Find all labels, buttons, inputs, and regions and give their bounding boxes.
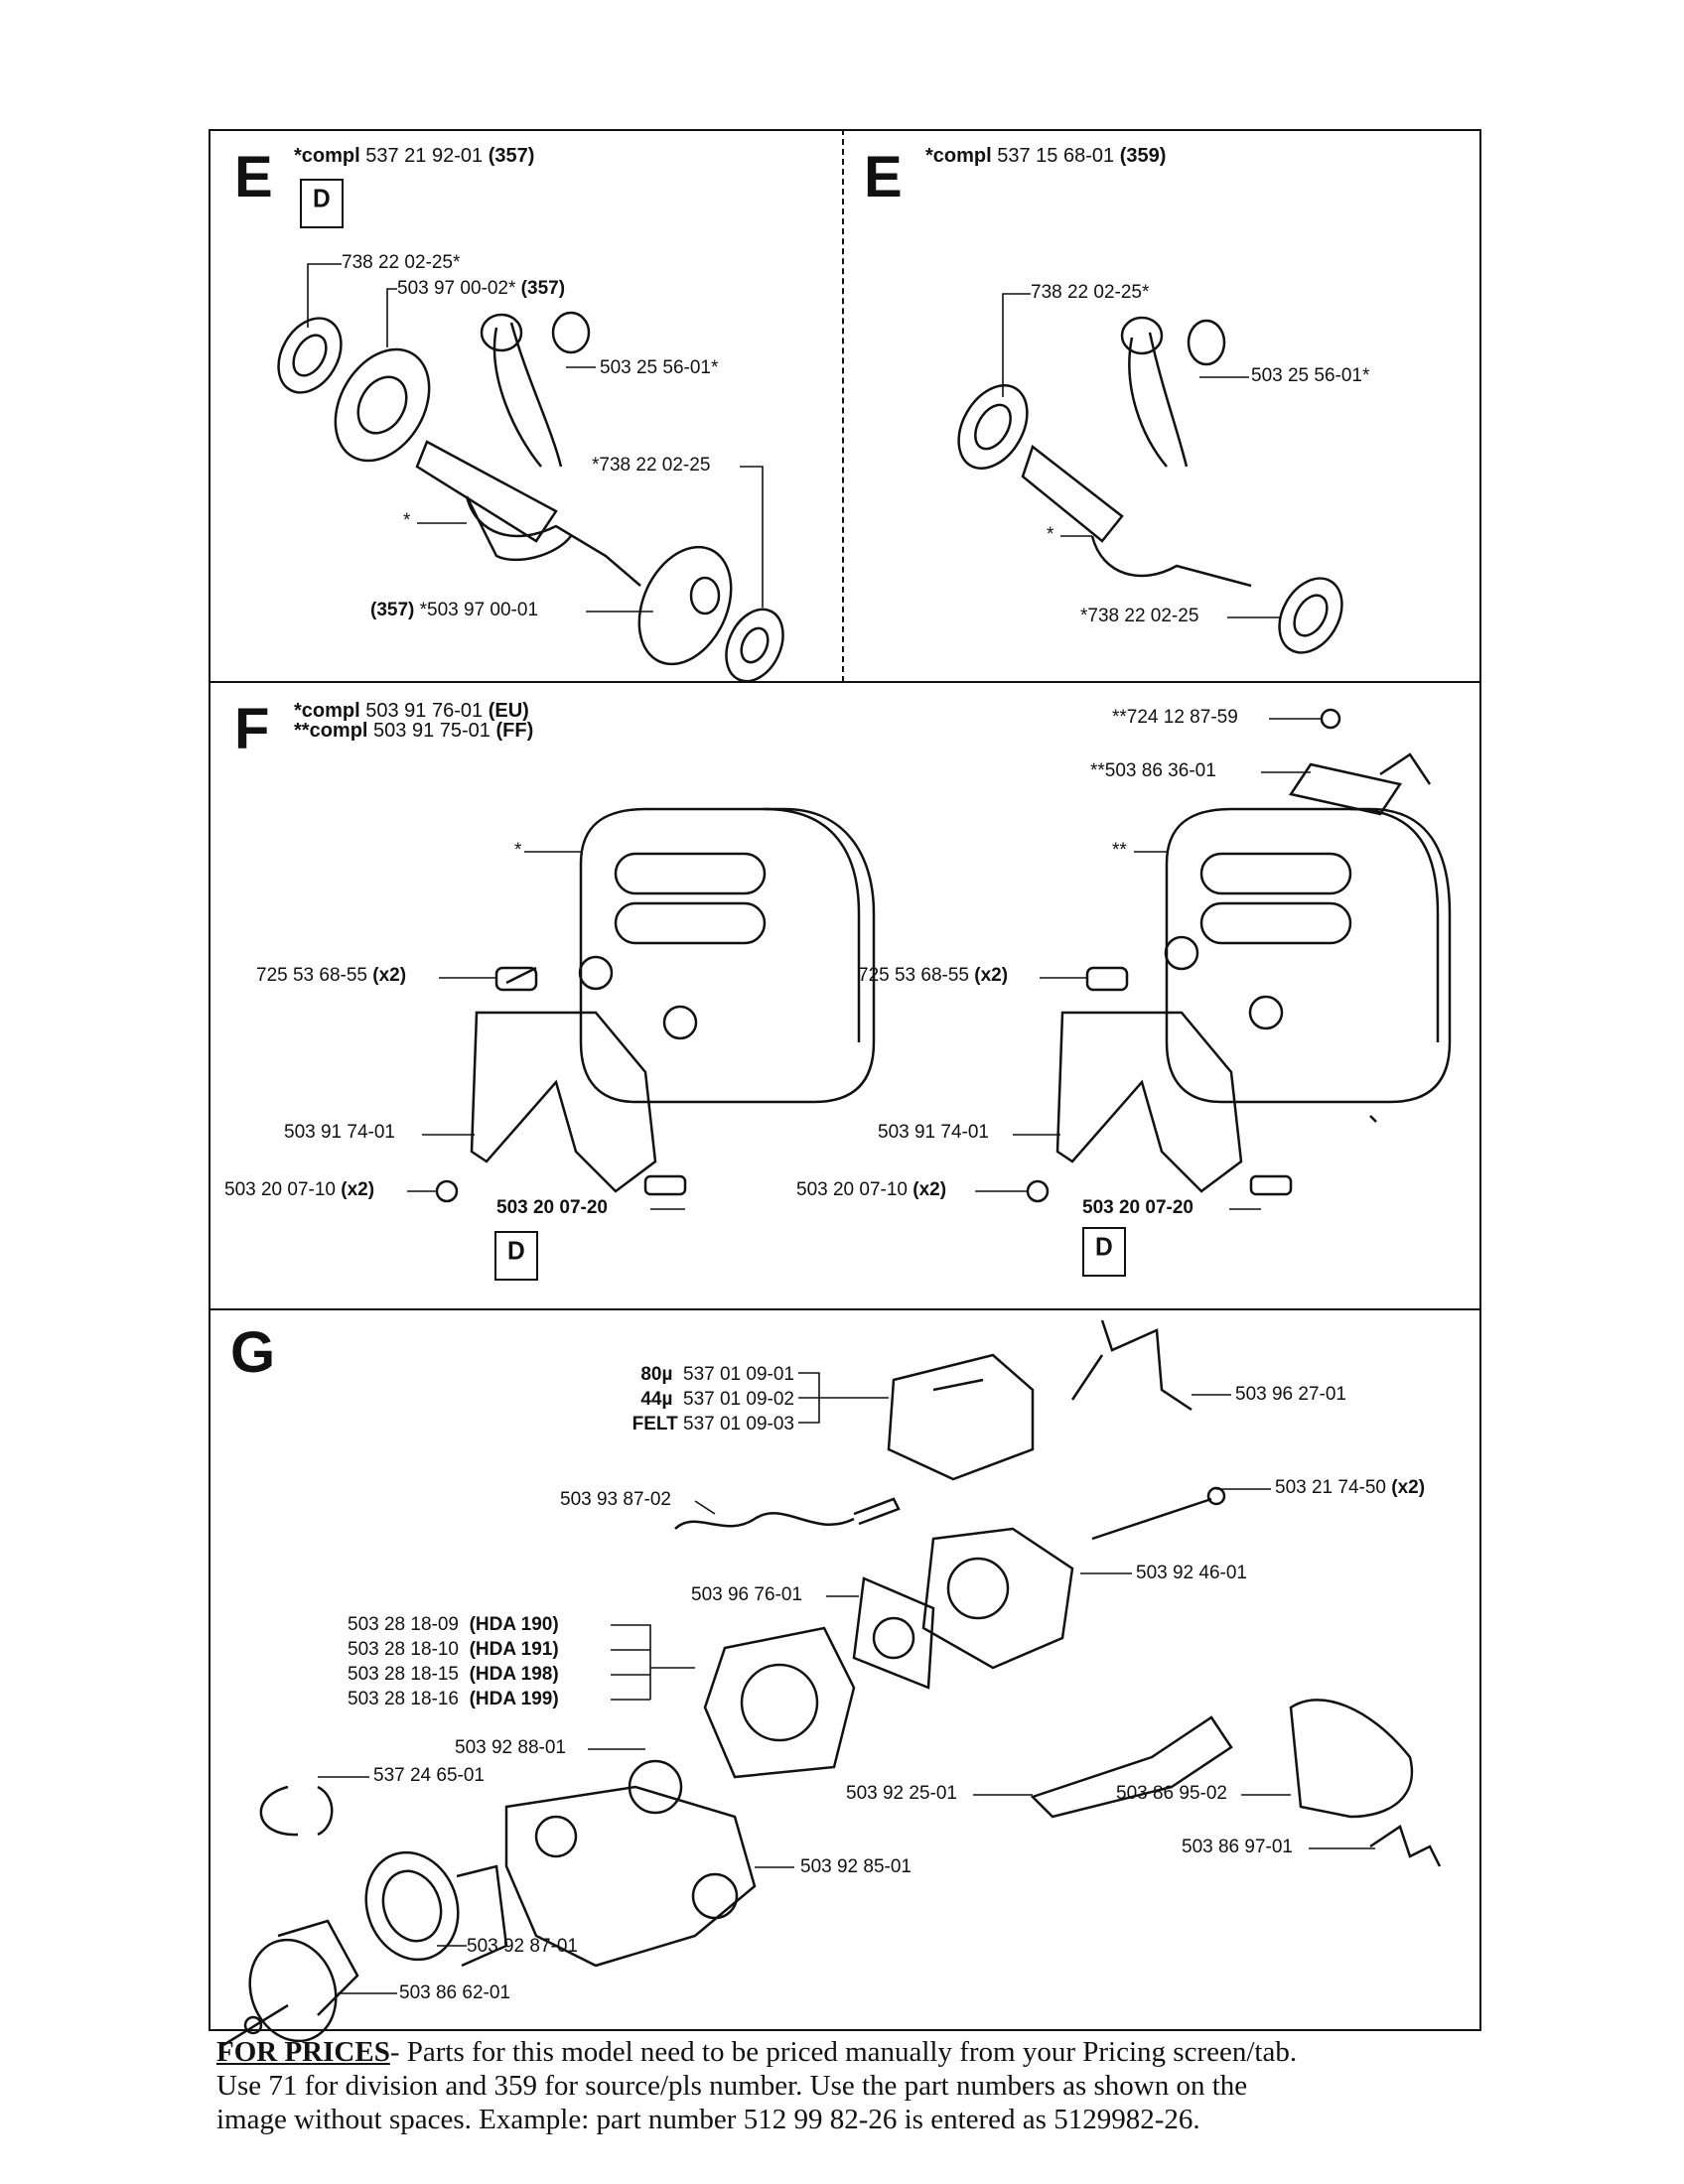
- g-label-lever: 503 92 25-01: [846, 1783, 957, 1804]
- pricing-line-3: image without spaces. Example: part numb…: [216, 2104, 1200, 2135]
- wrench-icon: ᴰ: [300, 179, 344, 228]
- g-label-manifold: 503 92 85-01: [800, 1856, 912, 1877]
- section-f-letter: F: [234, 697, 270, 761]
- section-g-letter: G: [230, 1320, 276, 1385]
- f-right-label-screw-2: 503 20 07-20: [1082, 1197, 1193, 1218]
- f-left-label-screw: 503 20 07-10 (x2): [224, 1179, 375, 1200]
- section-e1-letter: E: [234, 145, 273, 209]
- e1-compl-prefix: *compl: [294, 145, 360, 167]
- section-e1-compl: *compl 537 21 92-01 (357): [294, 145, 534, 167]
- divider-e-e: [842, 129, 844, 682]
- section-e2-compl: *compl 537 15 68-01 (359): [925, 145, 1166, 167]
- f-left-label-bracket: 503 91 74-01: [284, 1122, 395, 1143]
- e1-label-bearing: 738 22 02-25*: [342, 252, 461, 273]
- pricing-line-2: Use 71 for division and 359 for source/p…: [216, 2070, 1248, 2102]
- divider-f-g: [209, 1308, 1481, 1310]
- section-e2-letter: E: [864, 145, 903, 209]
- g-label-pin: 503 92 46-01: [1136, 1563, 1247, 1583]
- e1-label-bearing-2: *738 22 02-25: [592, 455, 711, 476]
- f-right-label-bolt: 725 53 68-55 (x2): [858, 965, 1009, 986]
- divider-e-f: [209, 681, 1481, 683]
- f-right-label-screw: 503 20 07-10 (x2): [796, 1179, 947, 1200]
- g-label-cover: 503 86 95-02: [1116, 1783, 1227, 1804]
- f-right-label-screen: **503 86 36-01: [1090, 760, 1216, 781]
- f-left-label-screw-2: 503 20 07-20: [496, 1197, 608, 1218]
- pricing-heading: FOR PRICES: [216, 2036, 390, 2068]
- g-carb-list: 503 28 18-09 (HDA 190) 503 28 18-10 (HDA…: [348, 1614, 559, 1709]
- diagram-frame: [209, 129, 1481, 2031]
- f-left-muffler-drawing: [435, 807, 876, 1203]
- e2-label-needle-bearing: 503 25 56-01*: [1251, 365, 1370, 386]
- f-left-label-bolt: 725 53 68-55 (x2): [256, 965, 407, 986]
- e2-label-bearing: 738 22 02-25*: [1031, 282, 1150, 303]
- f-right-muffler-drawing: [1026, 708, 1452, 1203]
- e1-label-flywheel-half: 503 97 00-02* (357): [397, 278, 566, 299]
- e1-compl-number: 537 21 92-01: [365, 145, 484, 167]
- e2-label-star: *: [1047, 524, 1054, 545]
- f-left-label-star: *: [514, 840, 522, 861]
- pricing-line-1: - Parts for this model need to be priced…: [389, 2036, 1298, 2068]
- e1-label-needle-bearing: 503 25 56-01*: [600, 357, 719, 378]
- e1-crankshaft-drawing: [277, 311, 784, 683]
- g-filter-list: 80µ 537 01 09-01 44µ 537 01 09-02 FELT 5…: [632, 1364, 794, 1434]
- e2-crankshaft-drawing: [957, 316, 1343, 654]
- g-label-long-bolt: 503 21 74-50 (x2): [1275, 1477, 1426, 1498]
- f-right-label-bracket: 503 91 74-01: [878, 1122, 989, 1143]
- g-label-boot: 503 92 87-01: [467, 1936, 578, 1957]
- g-label-ring: 537 24 65-01: [373, 1765, 485, 1786]
- g-carburetor-drawing: [222, 1319, 1442, 2047]
- section-f-compl: *compl 503 91 76-01 (EU) **compl 503 91 …: [294, 700, 534, 742]
- wrench-icon: ᴰ: [494, 1231, 538, 1281]
- f-right-label-top-screw: **724 12 87-59: [1112, 707, 1238, 728]
- f-right-label-star: **: [1112, 840, 1127, 861]
- e2-compl-model: (359): [1119, 145, 1167, 167]
- g-label-spring-2: 503 86 97-01: [1182, 1837, 1293, 1857]
- g-label-clip: 503 96 27-01: [1235, 1384, 1346, 1405]
- e1-compl-model: (357): [488, 145, 535, 167]
- e1-label-star: *: [403, 510, 411, 531]
- e2-compl-number: 537 15 68-01: [997, 145, 1115, 167]
- e2-label-bearing-2: *738 22 02-25: [1080, 606, 1199, 626]
- g-label-spring: 503 93 87-02: [560, 1489, 671, 1510]
- e2-compl-prefix: *compl: [925, 145, 992, 167]
- g-label-sleeve: 503 92 88-01: [455, 1737, 566, 1758]
- g-label-gasket: 503 96 76-01: [691, 1584, 802, 1605]
- wrench-icon: ᴰ: [1082, 1227, 1126, 1277]
- e1-label-crank-half: (357) *503 97 00-01: [370, 600, 539, 620]
- g-label-flange: 503 86 62-01: [399, 1982, 510, 2003]
- pricing-note: FOR PRICES- Parts for this model need to…: [216, 2035, 1477, 2136]
